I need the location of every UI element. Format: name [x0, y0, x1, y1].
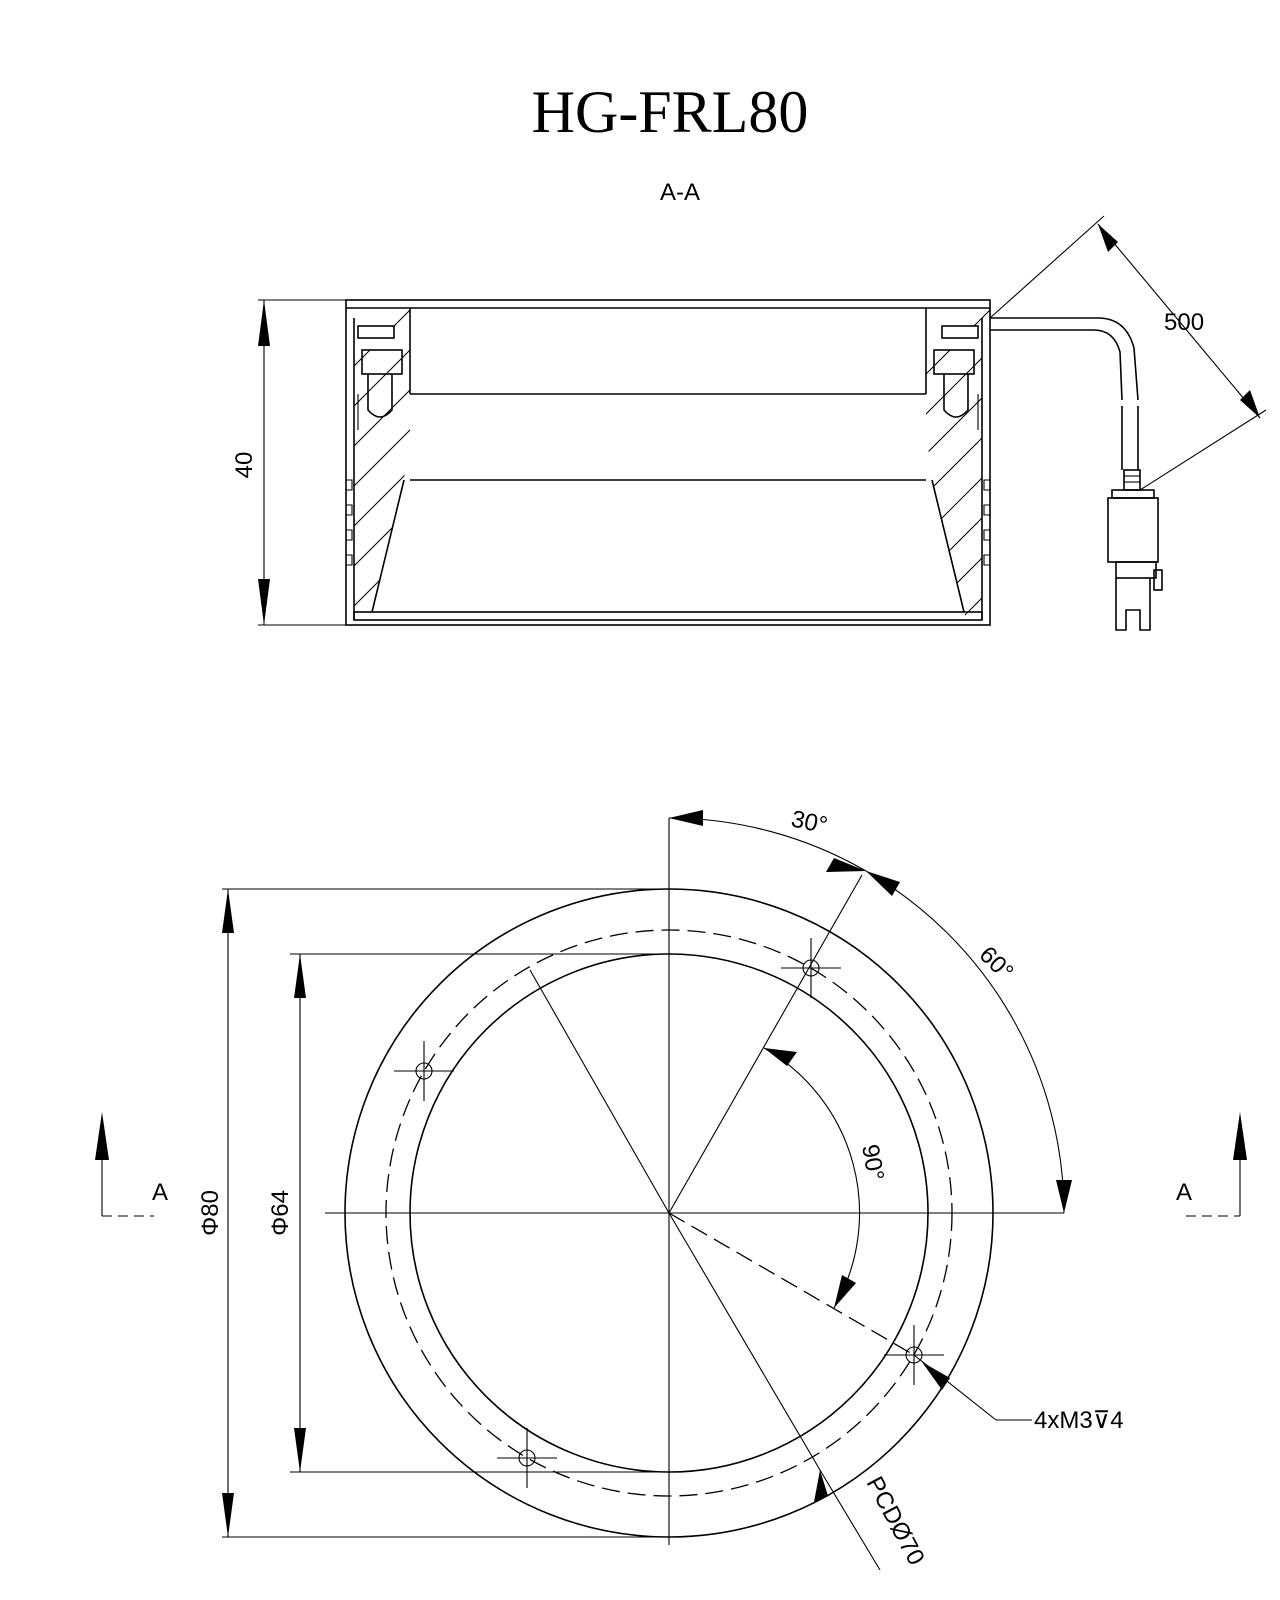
dim-cable-length: 500 [989, 215, 1267, 491]
section-marker-left: A [95, 1112, 168, 1217]
angle-60-label: 60° [974, 941, 1019, 986]
side-section-view: 40 500 [231, 215, 1267, 631]
cable-length-label: 500 [1164, 309, 1204, 336]
section-marker-left-label: A [152, 1179, 168, 1206]
cooling-grooves-left [346, 479, 353, 566]
pcd-leader: PCDØ70 [814, 1469, 930, 1571]
angle-30-label: 30° [789, 805, 830, 839]
front-view: 30° 60° 90° Φ80 Φ64 4xM3⊽4 [95, 805, 1247, 1571]
section-marker-right-label: A [1176, 1179, 1192, 1206]
outer-diameter-label: Φ80 [197, 1190, 224, 1236]
hole-callout-label: 4xM3⊽4 [1034, 1407, 1124, 1434]
mount-hole-60deg [781, 938, 841, 998]
dim-outer-diameter: Φ80 [197, 888, 669, 1538]
led-left [357, 325, 403, 430]
cable-connector [1107, 469, 1163, 631]
height-dim-label: 40 [231, 452, 258, 479]
arc-60 [865, 870, 1065, 1214]
angle-90-label: 90° [856, 1142, 889, 1182]
cooling-grooves-right [983, 479, 990, 566]
cone-left [371, 479, 405, 613]
mount-hole-150deg [394, 1041, 454, 1101]
radial-line-300deg [668, 1212, 821, 1471]
hole-callout-leader: 4xM3⊽4 [913, 1354, 1124, 1434]
radial-line-330deg [668, 1212, 915, 1356]
mount-hole-240deg [497, 1428, 557, 1488]
dim-height: 40 [231, 299, 346, 626]
dim-inner-diameter: Φ64 [267, 953, 669, 1473]
section-label: A-A [660, 179, 700, 206]
inner-diameter-label: Φ64 [267, 1190, 294, 1236]
led-right [933, 325, 979, 430]
arc-90 [763, 1047, 861, 1309]
cone-right [931, 479, 965, 613]
drawing-title: HG-FRL80 [532, 79, 809, 145]
diffuser-plate [353, 611, 983, 621]
section-marker-right: A [1176, 1112, 1247, 1217]
radial-line-60deg [668, 874, 863, 1214]
radial-line-120deg [529, 969, 670, 1214]
housing-outline [345, 299, 991, 626]
cable [990, 317, 1139, 470]
